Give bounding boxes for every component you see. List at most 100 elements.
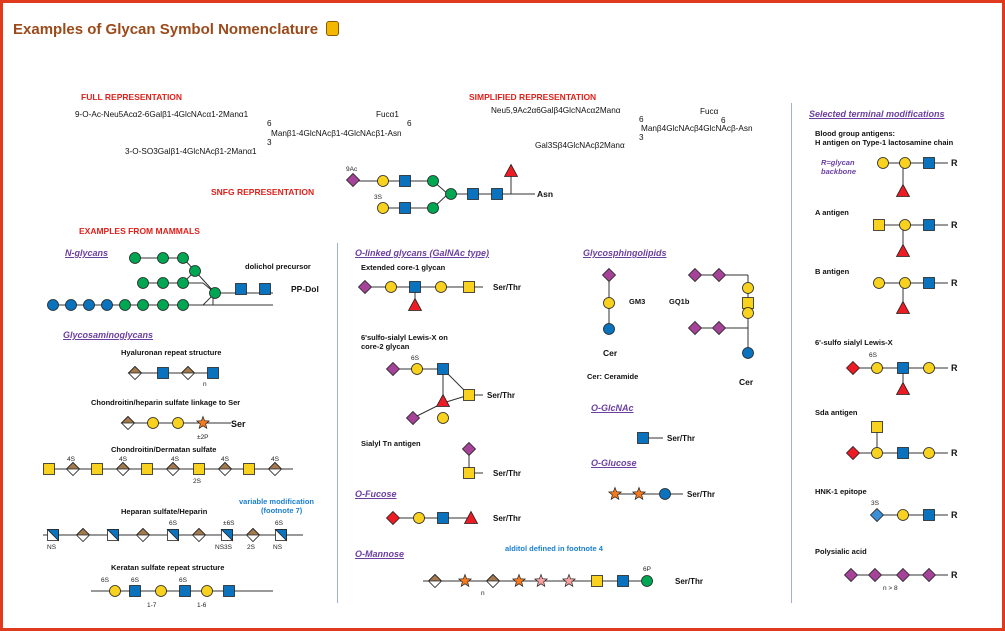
r-label: R [951,278,958,288]
mannose-circle-icon [445,188,457,200]
iduronic-acid-diamond-icon [75,527,91,543]
galactose-circle-icon [899,157,911,169]
mannose-circle-icon [157,252,169,264]
galactose-circle-icon [201,585,213,597]
full-representation-header: FULL REPRESENTATION [81,92,183,102]
mannose-circle-icon [427,202,439,214]
simplified-formula-core: Manβ4GlcNAcβ4GlcNAcβ-Asn [641,124,753,133]
glucuronic-acid-diamond-icon [115,461,131,477]
mannose-circle-icon [129,252,141,264]
ser-thr-label: Ser/Thr [667,434,695,443]
full-formula-core: Manβ1-4GlcNAcβ1-4GlcNAcβ1-Asn [271,129,402,138]
mannose-circle-icon [157,277,169,289]
galnac-square-icon [591,575,603,587]
galactose-circle-icon [871,362,883,374]
linkage-label: 4S [271,456,280,463]
glcnac-square-icon [637,432,649,444]
linkage-label: 4S [119,456,128,463]
gm3-label: GM3 [629,297,646,306]
mannose-circle-icon [427,175,439,187]
glucose-circle-icon [65,299,77,311]
ser-thr-label: Ser/Thr [493,514,521,523]
glcns-square-icon [166,529,179,542]
sialic-acid-diamond-icon [895,567,911,583]
r-glycan-note-1: R=glycan [821,158,855,167]
galactose-circle-icon [377,175,389,187]
simplified-formula-line3: Gal3Sβ4GlcNAcβ2Manα [535,141,625,150]
sulfo-lex-label-2: core-2 glycan [361,342,410,351]
xylose-star-icon [457,573,473,588]
galactose-circle-icon [742,282,754,294]
r-label: R [951,570,958,580]
fucose-diamond-icon [385,510,401,526]
sialic-acid-diamond-icon [385,361,401,377]
galactose-circle-icon [437,412,449,424]
glcns-square-icon [46,529,59,542]
linkage-label: 2S [193,478,202,485]
glycosphingolipids-title: Glycosphingolipids [583,248,667,258]
glcns-square-icon [274,529,287,542]
galactose-circle-icon [413,512,425,524]
extended-core1-label: Extended core-1 glycan [361,263,446,272]
linkage-label: 1-7 [147,602,157,609]
glucose-circle-icon [603,323,615,335]
r-label: R [951,363,958,373]
simplified-formula-link6: 6 [639,115,644,124]
heparan-label: Heparan sulfate/Heparin [121,507,208,516]
mannose-circle-icon [209,287,221,299]
linkage-label: n [203,381,207,388]
full-formula-fucose: Fucα1 [376,110,399,119]
galnac-square-icon [243,463,255,475]
xylose-star-icon [607,486,623,501]
glucose-circle-icon [101,299,113,311]
galactose-circle-icon [923,447,935,459]
linkage-label: NS [273,544,283,551]
mannose-circle-icon [177,277,189,289]
galnac-square-icon [463,467,475,479]
gq1b-cer-label: Cer [739,377,754,387]
ser-thr-label: Ser/Thr [675,577,703,586]
linkage-label: ±6S [223,520,235,527]
glcnac-square-icon [617,575,629,587]
sialic-acid-diamond-icon [845,360,861,376]
b-antigen-label: B antigen [815,267,850,276]
simplified-formula-link3: 3 [639,133,644,142]
linkage-label: 6S [275,520,284,527]
full-formula-link6b: 6 [407,119,412,128]
o-fucose-title: O-Fucose [355,489,397,499]
r-glycan-note-2: backbone [821,167,857,176]
fucose-triangle-icon [895,183,911,197]
blood-group-label-1: Blood group antigens: [815,129,895,138]
glucuronic-acid-diamond-icon [217,461,233,477]
galactose-circle-icon [155,585,167,597]
glucose-circle-icon [742,347,754,359]
r-label: R [951,158,958,168]
mannose-circle-icon [177,299,189,311]
sulfo-lex-terminal-label: 6'-sulfo sialyl Lewis-X [815,338,893,347]
mannose-circle-icon [137,299,149,311]
fucose-triangle-icon [895,300,911,314]
linkage-label: 6S [179,577,188,584]
glcnac-square-icon [223,585,235,597]
linkage-label: 3S [871,500,880,507]
glucuronic-acid-diamond-icon [165,461,181,477]
linkage-label: 3S [374,194,383,201]
linkage-label: 4S [67,456,76,463]
sialic-acid-diamond-icon [357,279,373,295]
n-glycans-title: N-glycans [65,248,109,258]
glucuronic-acid-diamond-icon [120,415,136,431]
full-formula-line3: 3-O-SO3Galβ1-4GlcNAcβ1-2Manα1 [125,147,257,156]
sialyl-tn-label: Sialyl Tn antigen [361,439,421,448]
glucuronic-acid-diamond-icon [65,461,81,477]
sialic-acid-diamond-icon [843,567,859,583]
mannose-circle-icon [177,252,189,264]
footnote-7-note: (footnote 7) [261,506,303,515]
galnac-square-icon [463,389,475,401]
ser-thr-label: Ser/Thr [687,490,715,499]
ribitol-star-icon [533,573,549,588]
linkage-label: 6P [643,566,651,573]
pp-dol-label: PP-Dol [291,284,319,294]
galactose-circle-icon [899,277,911,289]
linkage-label: 6S [169,520,178,527]
